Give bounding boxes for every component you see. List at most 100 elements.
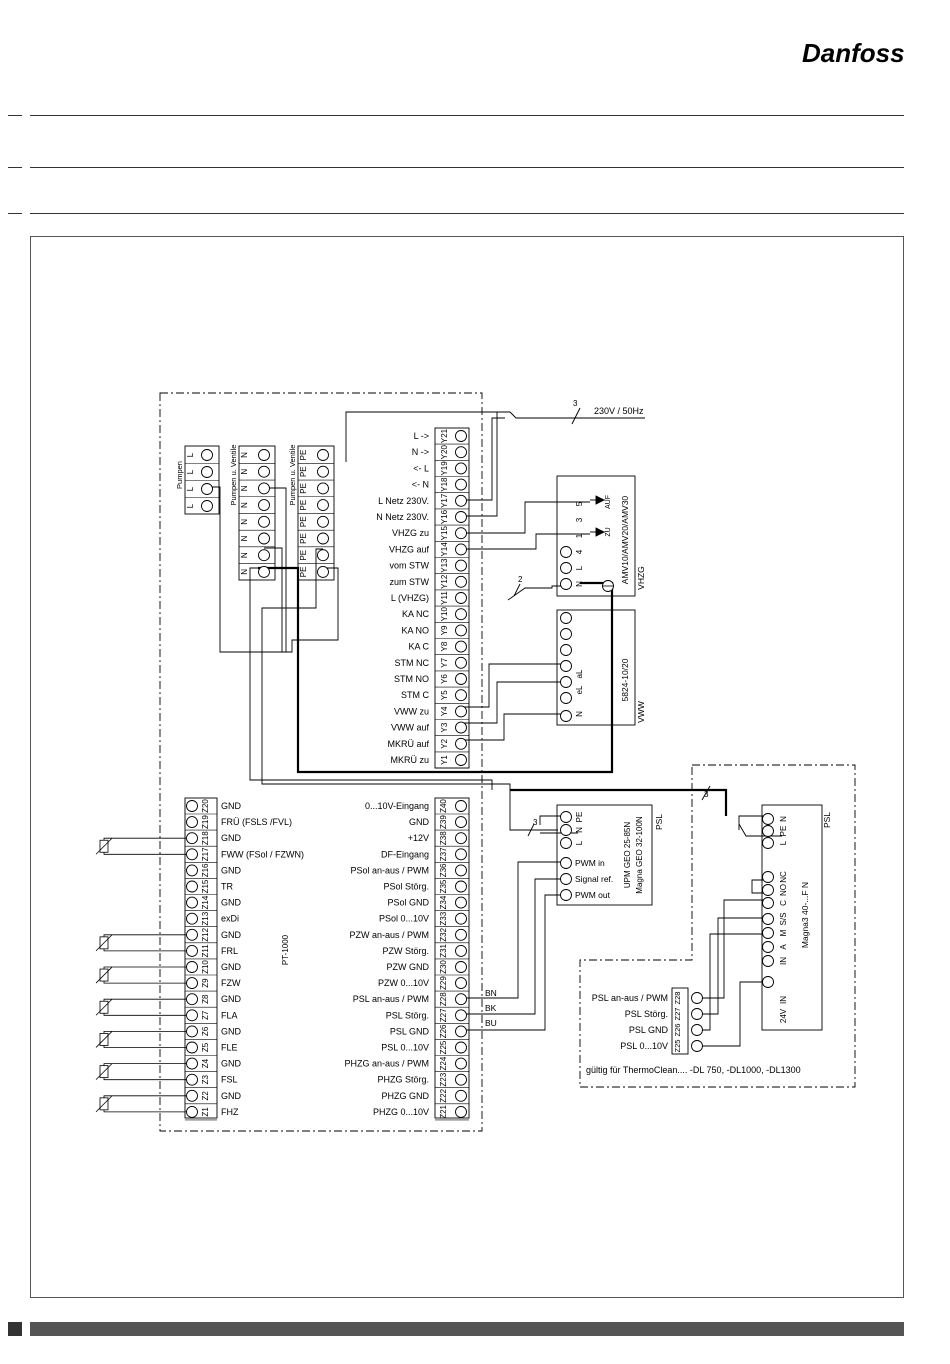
y-terminal-screw: [455, 689, 467, 702]
y-terminal-id: Y16: [440, 509, 449, 524]
z-terminal-label: PSol 0...10V: [379, 914, 429, 924]
danfoss-logo: Danfoss: [802, 38, 905, 68]
y-terminal-screw: [455, 430, 467, 442]
y-terminal-id: Y7: [440, 657, 449, 667]
z-terminal-screw: [186, 912, 198, 925]
z-terminal-label: FLA: [221, 1010, 238, 1020]
block-row-label: L: [186, 486, 195, 491]
thermistor-slash: [95, 934, 113, 952]
block-row-label: L: [186, 452, 195, 457]
block-row-label: N: [240, 535, 249, 541]
psl2-io-label: C: [779, 900, 788, 906]
z-terminal-id: Z21: [439, 1104, 448, 1118]
z-terminal-id: Z16: [201, 863, 210, 877]
z-terminal-id: Z23: [439, 1072, 448, 1086]
z-terminal-id: Z5: [201, 1042, 210, 1052]
z-terminal-label: GND: [221, 1059, 242, 1069]
y-terminal-screw: [455, 640, 467, 653]
psl2-name: PSL: [822, 812, 832, 828]
thermistor-slash: [95, 966, 113, 984]
z-terminal-label: exDi: [221, 914, 239, 924]
z-terminal-id: Z15: [201, 879, 210, 893]
y-terminal-id: Y11: [440, 591, 449, 605]
y-terminal-label: STM NC: [395, 658, 430, 668]
z-terminal-label: PZW Störg.: [382, 946, 429, 956]
z-terminal-label: DF-Eingang: [381, 849, 429, 859]
block-row-label: N: [240, 452, 249, 458]
z-terminal-id: Z6: [201, 1026, 210, 1036]
vhzg-terminal-label: 5: [575, 501, 584, 506]
y-terminal-label: L (VHZG): [391, 593, 429, 603]
y-terminal-id: Y9: [440, 625, 449, 635]
psl1-terminal-label: L: [575, 840, 584, 845]
y-terminal-label: MKRÜ zu: [390, 755, 429, 765]
vhzg-wire-count: 2: [518, 575, 523, 584]
z-terminal-label: GND: [221, 1091, 242, 1101]
z-terminal-label: GND: [221, 865, 242, 875]
y-terminal-label: VHZG auf: [389, 544, 430, 554]
z-terminal-screw: [186, 1009, 198, 1022]
y-terminal-label: VWW zu: [394, 706, 429, 716]
block-row-label: N: [240, 502, 249, 508]
block-screw: [201, 466, 213, 478]
block-row-label: PE: [299, 516, 308, 527]
z-terminal-screw: [186, 1105, 198, 1118]
block-screw: [258, 565, 270, 578]
z-terminal-label: PSol an-aus / PWM: [350, 865, 429, 875]
y-terminal-screw: [455, 559, 467, 572]
y-terminal-id: Y1: [440, 755, 449, 765]
vww-screw: [560, 660, 572, 672]
block-row-label: L: [186, 503, 195, 508]
z-terminal-id: Z4: [201, 1058, 210, 1068]
block-screw: [317, 482, 329, 495]
y-terminal-label: STM C: [401, 690, 429, 700]
psl2-io-label: NC: [779, 871, 788, 883]
z-terminal-screw: [455, 1009, 467, 1022]
block-row-label: PE: [299, 483, 308, 494]
thermistor-slash: [95, 837, 113, 855]
psl1-signal-label: PWM in: [575, 858, 605, 868]
vww-screw: [560, 692, 572, 704]
psl2-screw: [762, 837, 774, 849]
y-terminal-id: Y2: [440, 738, 449, 748]
block-screw: [317, 532, 329, 545]
z-terminal-id: Z40: [439, 799, 448, 813]
block-row-label: N: [240, 519, 249, 525]
y-terminal-label: vom STW: [390, 561, 430, 571]
logo-wordmark: Danfoss: [802, 38, 905, 68]
block-title: Pumpen u. Ventile: [288, 445, 297, 506]
z-terminal-label: FWW (FSol / FZWN): [221, 849, 304, 859]
z-terminal-screw: [455, 1073, 467, 1086]
z-terminal-screw: [186, 832, 198, 845]
vww-terminal-label: N: [575, 711, 584, 717]
z-terminal-label: GND: [221, 994, 242, 1004]
psl2-mid-label: S/S: [779, 913, 788, 926]
z-terminal-id: Z7: [201, 1010, 210, 1020]
psl2-bottom-screw: [762, 976, 774, 988]
wire-color-label: BK: [485, 1003, 497, 1013]
y-terminal-screw: [455, 673, 467, 685]
diagram-frame: [30, 236, 904, 1298]
z-terminal-screw: [186, 816, 198, 829]
z-terminal-id: Z35: [439, 879, 448, 893]
y-terminal-screw: [455, 543, 467, 556]
z-terminal-screw: [455, 1057, 467, 1070]
sensor-wire: [103, 837, 186, 855]
z-terminal-label: PSL 0...10V: [381, 1043, 429, 1053]
vhzg-terminal-label: 3: [575, 517, 584, 522]
margin-tick: [8, 115, 22, 116]
z-terminal-id: Z17: [201, 847, 210, 861]
psl2-note: gültig für ThermoClean.... -DL 750, -DL1…: [586, 1065, 801, 1075]
z-terminal-label: GND: [221, 930, 242, 940]
block-row-label: PE: [299, 466, 308, 477]
z-terminal-id: Z2: [201, 1091, 210, 1101]
block-title: Pumpen u. Ventile: [229, 445, 238, 506]
z-terminal-id: Z30: [439, 960, 448, 974]
psl2-sub-id: Z28: [673, 992, 682, 1005]
z-terminal-label: 0...10V-Eingang: [365, 801, 429, 811]
header-rule: [30, 167, 904, 168]
z-terminal-label: PZW 0...10V: [378, 978, 429, 988]
vww-model: 5824-10/20: [620, 658, 630, 701]
block-screw: [317, 549, 329, 562]
header-rule: [30, 115, 904, 116]
